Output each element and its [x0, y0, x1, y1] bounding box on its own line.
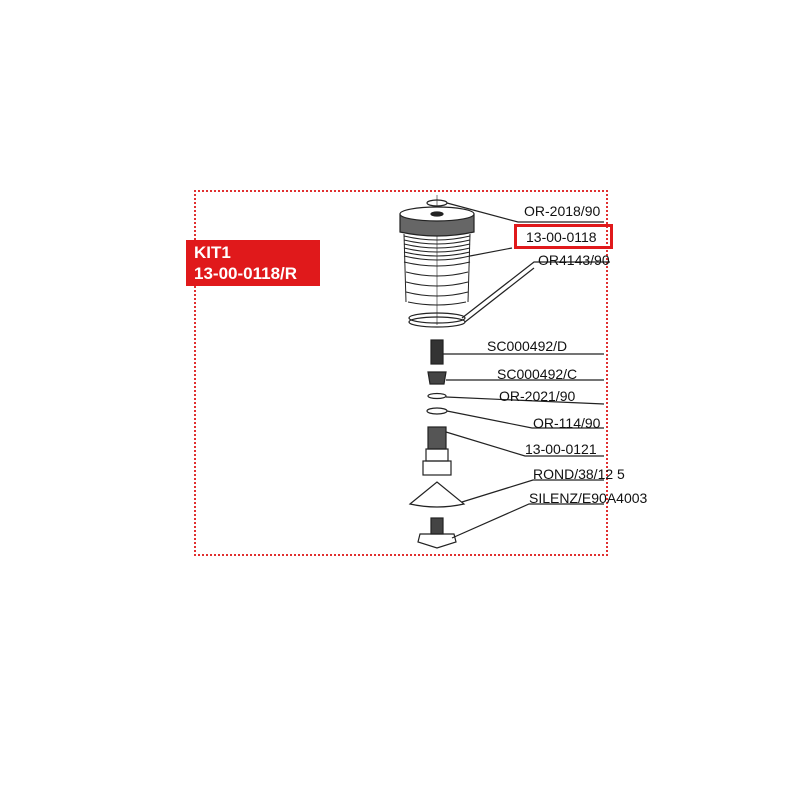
- part-label: 13-00-0118: [526, 229, 597, 245]
- part-label: OR-2018/90: [524, 203, 601, 219]
- part-label: SC000492/D: [487, 338, 568, 354]
- part-label: OR4143/90: [538, 252, 610, 268]
- part-label: SC000492/C: [497, 366, 578, 382]
- part-label: 13-00-0121: [525, 441, 597, 457]
- kit-code: 13-00-0118/R: [194, 264, 298, 283]
- part-label: OR-2021/90: [499, 388, 576, 404]
- kit-badge: KIT1 13-00-0118/R: [186, 240, 320, 286]
- highlight-box: [514, 224, 613, 249]
- part-label: SILENZ/E90A4003: [529, 490, 648, 506]
- part-label: ROND/38/12 5: [533, 466, 625, 482]
- kit-title: KIT1: [194, 243, 231, 262]
- part-label: OR-114/90: [533, 415, 601, 431]
- kit-boundary: [194, 190, 608, 556]
